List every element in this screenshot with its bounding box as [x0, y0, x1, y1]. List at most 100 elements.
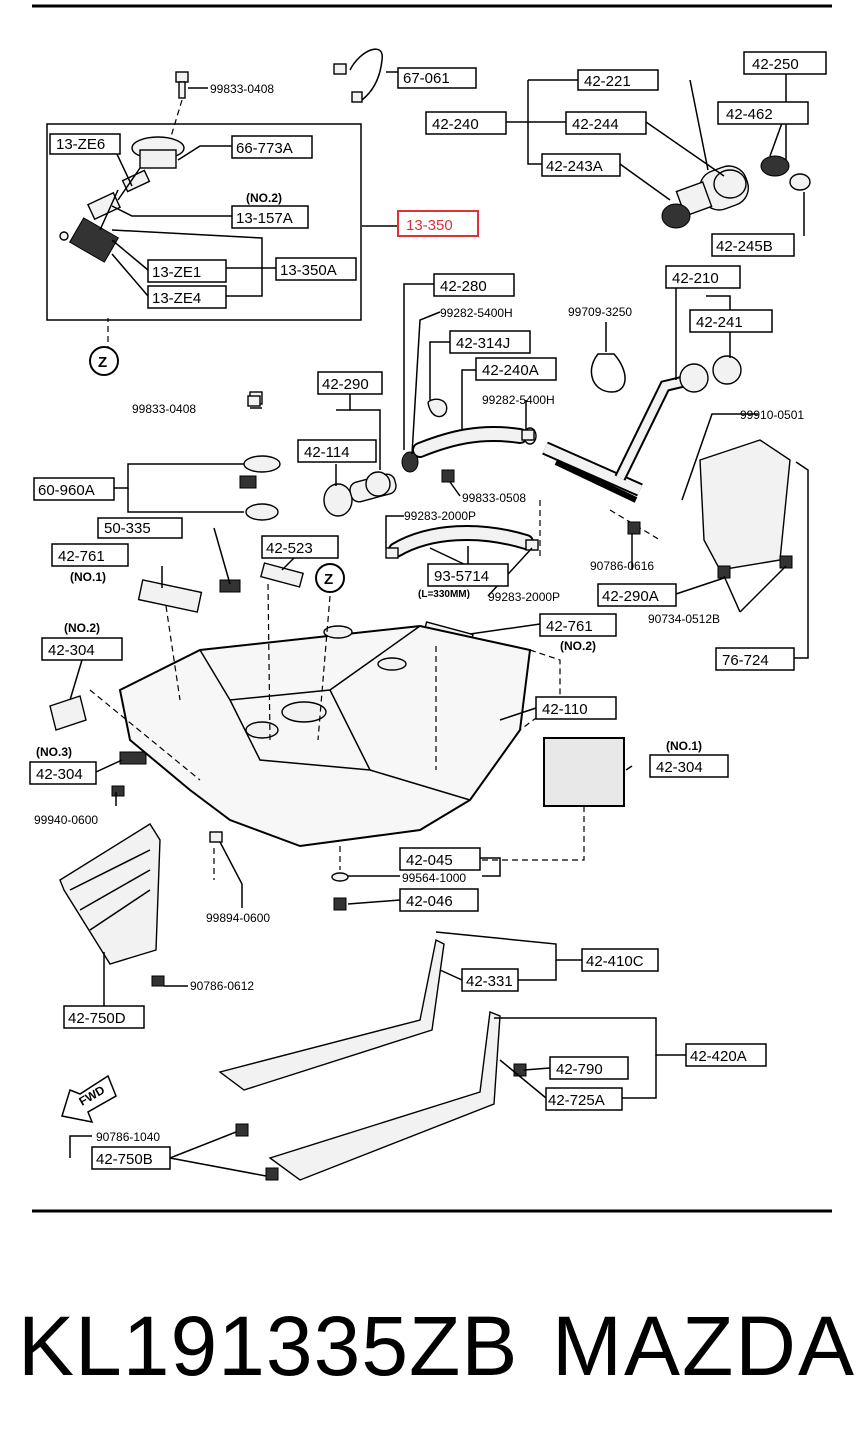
- box-67-061: [397, 67, 477, 89]
- label-66-773A: 66-773A: [236, 140, 293, 157]
- fuel-tank-42-110: [118, 624, 532, 848]
- label-42-523: 42-523: [266, 540, 313, 557]
- guard-42-750D: [59, 823, 161, 965]
- box-42-250: [743, 51, 827, 75]
- pad-42-304-no1: [543, 737, 625, 807]
- label-42-240: 42-240: [432, 116, 479, 133]
- box-42-243A: [541, 153, 621, 177]
- strap-42-410C: [218, 938, 445, 1091]
- label-42-331: 42-331: [466, 973, 513, 990]
- label-99910-0501: 99910-0501: [740, 408, 804, 422]
- label-42-110: 42-110: [542, 701, 588, 718]
- box-42-240: [425, 111, 507, 135]
- label-42-304-a: 42-304: [48, 642, 95, 659]
- label-13-350[interactable]: 13-350: [406, 217, 453, 234]
- label-99282-5400H-b: 99282-5400H: [482, 393, 555, 407]
- box-42-110: [535, 696, 617, 720]
- box-93-5714: [427, 563, 509, 587]
- label-13-ZE4: 13-ZE4: [152, 290, 201, 307]
- z-marker-upper: Z: [89, 346, 119, 376]
- label-42-241: 42-241: [696, 314, 743, 331]
- box-42-290A: [597, 583, 677, 607]
- label-99833-0508: 99833-0508: [462, 491, 526, 505]
- pad-42-523: [260, 562, 304, 588]
- label-99833-0408-mid: 99833-0408: [132, 402, 196, 416]
- label-42-314J: 42-314J: [456, 335, 510, 352]
- brand-text: MAZDA: [552, 1299, 856, 1393]
- box-13-ZE6: [49, 133, 121, 155]
- label-42-245B: 42-245B: [716, 238, 773, 255]
- label-42-750D: 42-750D: [68, 1010, 126, 1027]
- filler-neck-upper: [661, 155, 811, 229]
- bracket-50-335: [219, 579, 241, 593]
- label-99282-5400H-a: 99282-5400H: [440, 306, 513, 320]
- box-42-114: [297, 439, 377, 463]
- label-42-750B: 42-750B: [96, 1151, 153, 1168]
- label-no3: (NO.3): [36, 745, 72, 759]
- label-42-290: 42-290: [322, 376, 369, 393]
- pad-42-304-no2: [49, 695, 87, 731]
- z-marker-lower: Z: [315, 563, 345, 593]
- label-99564-1000: 99564-1000: [402, 871, 466, 885]
- pump-inset-frame: [46, 123, 362, 321]
- label-42-221: 42-221: [584, 73, 631, 90]
- box-60-960A: [33, 477, 115, 501]
- label-90786-0616: 90786-0616: [590, 559, 654, 573]
- z-marker-label: Z: [98, 354, 107, 371]
- label-42-250: 42-250: [752, 56, 799, 73]
- box-42-304-c: [649, 754, 729, 778]
- label-42-304-c: 42-304: [656, 759, 703, 776]
- box-76-724: [715, 647, 795, 671]
- label-99283-2000P-b: 99283-2000P: [488, 590, 560, 604]
- label-42-290A: 42-290A: [602, 588, 659, 605]
- box-42-240A: [475, 357, 557, 381]
- label-99709-3250: 99709-3250: [568, 305, 632, 319]
- vent-pipe-bundle: [542, 355, 742, 503]
- box-42-750D: [63, 1005, 145, 1029]
- box-42-750B: [91, 1146, 171, 1170]
- label-76-724: 76-724: [722, 652, 769, 669]
- label-99940-0600: 99940-0600: [34, 813, 98, 827]
- label-42-790: 42-790: [556, 1061, 603, 1078]
- label-42-244: 42-244: [572, 116, 619, 133]
- pad-42-761-no1: [137, 579, 203, 613]
- label-99894-0600: 99894-0600: [206, 911, 270, 925]
- label-42-410C: 42-410C: [586, 953, 644, 970]
- box-13-350A: [275, 257, 357, 281]
- box-42-462: [717, 101, 809, 125]
- box-42-045: [399, 847, 481, 871]
- label-42-114: 42-114: [304, 444, 350, 461]
- label-42-761-b: 42-761: [546, 618, 593, 635]
- label-42-462: 42-462: [726, 106, 773, 123]
- hose-93-5714: [388, 524, 534, 558]
- label-42-280: 42-280: [440, 278, 487, 295]
- filler-hose-42-114: [323, 471, 397, 517]
- label-no2-b: (NO.2): [64, 621, 100, 635]
- band-99709-3250: [590, 353, 626, 393]
- box-66-773A: [231, 135, 313, 159]
- label-no2-a: (NO.2): [246, 191, 282, 205]
- breather-hose-42-240A: [401, 426, 537, 473]
- box-42-290: [317, 371, 383, 395]
- box-13-350-highlight[interactable]: [397, 210, 479, 237]
- box-42-245B: [711, 233, 795, 257]
- callout-leaders: [69, 74, 809, 1177]
- label-42-725A: 42-725A: [548, 1092, 605, 1109]
- label-42-210: 42-210: [672, 270, 719, 287]
- label-42-761-a: 42-761: [58, 548, 105, 565]
- label-42-304-b: 42-304: [36, 766, 83, 783]
- box-42-410C: [581, 948, 659, 972]
- label-90734-0512B: 90734-0512B: [648, 612, 720, 626]
- label-13-ZE1: 13-ZE1: [152, 264, 201, 281]
- box-50-335: [97, 517, 183, 539]
- box-42-314J: [449, 330, 531, 354]
- label-42-240A: 42-240A: [482, 362, 539, 379]
- heat-shield-76-724: [699, 439, 791, 571]
- box-42-280: [433, 273, 515, 297]
- label-13-157A: 13-157A: [236, 210, 293, 227]
- clamp-42-314J: [427, 398, 448, 418]
- label-42-045: 42-045: [406, 852, 453, 869]
- box-42-761-b: [539, 613, 617, 637]
- label-l330: (L=330MM): [418, 589, 470, 600]
